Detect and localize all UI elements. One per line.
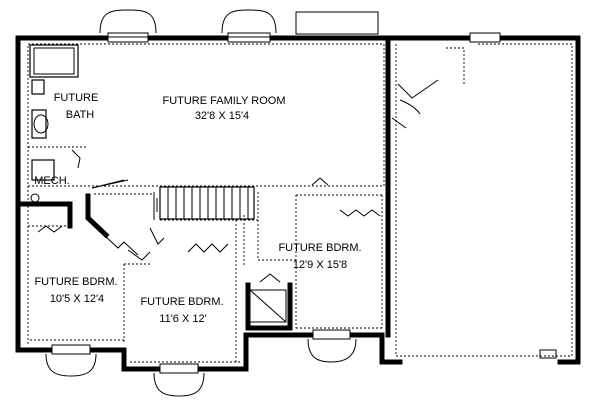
doors (91, 79, 439, 283)
interior-partitions (27, 43, 573, 363)
family-room-name: FUTURE FAMILY ROOM (162, 95, 285, 107)
fixtures (29, 44, 557, 359)
bath-name-line2: BATH (66, 109, 95, 121)
bath-name-line1: FUTURE (54, 92, 99, 104)
bdrm-right-dims: 12'9 X 15'8 (293, 259, 347, 271)
bdrm-left-dims: 10'5 X 12'4 (50, 293, 104, 305)
closet-bifolds (37, 209, 381, 253)
bdrm-right-name: FUTURE BDRM. (278, 242, 361, 254)
stairs (153, 186, 255, 220)
room-labels: FUTURE FAMILY ROOM 32'8 X 15'4 FUTURE BA… (34, 92, 361, 325)
bdrm-center-name: FUTURE BDRM. (140, 296, 223, 308)
bdrm-left-name: FUTURE BDRM. (34, 276, 117, 288)
family-room-dims: 32'8 X 15'4 (195, 110, 249, 122)
exterior-walls (15, 35, 581, 372)
mech-room-name: MECH. (34, 175, 69, 187)
windows (45, 9, 501, 397)
bdrm-center-dims: 11'6 X 12' (159, 313, 206, 325)
